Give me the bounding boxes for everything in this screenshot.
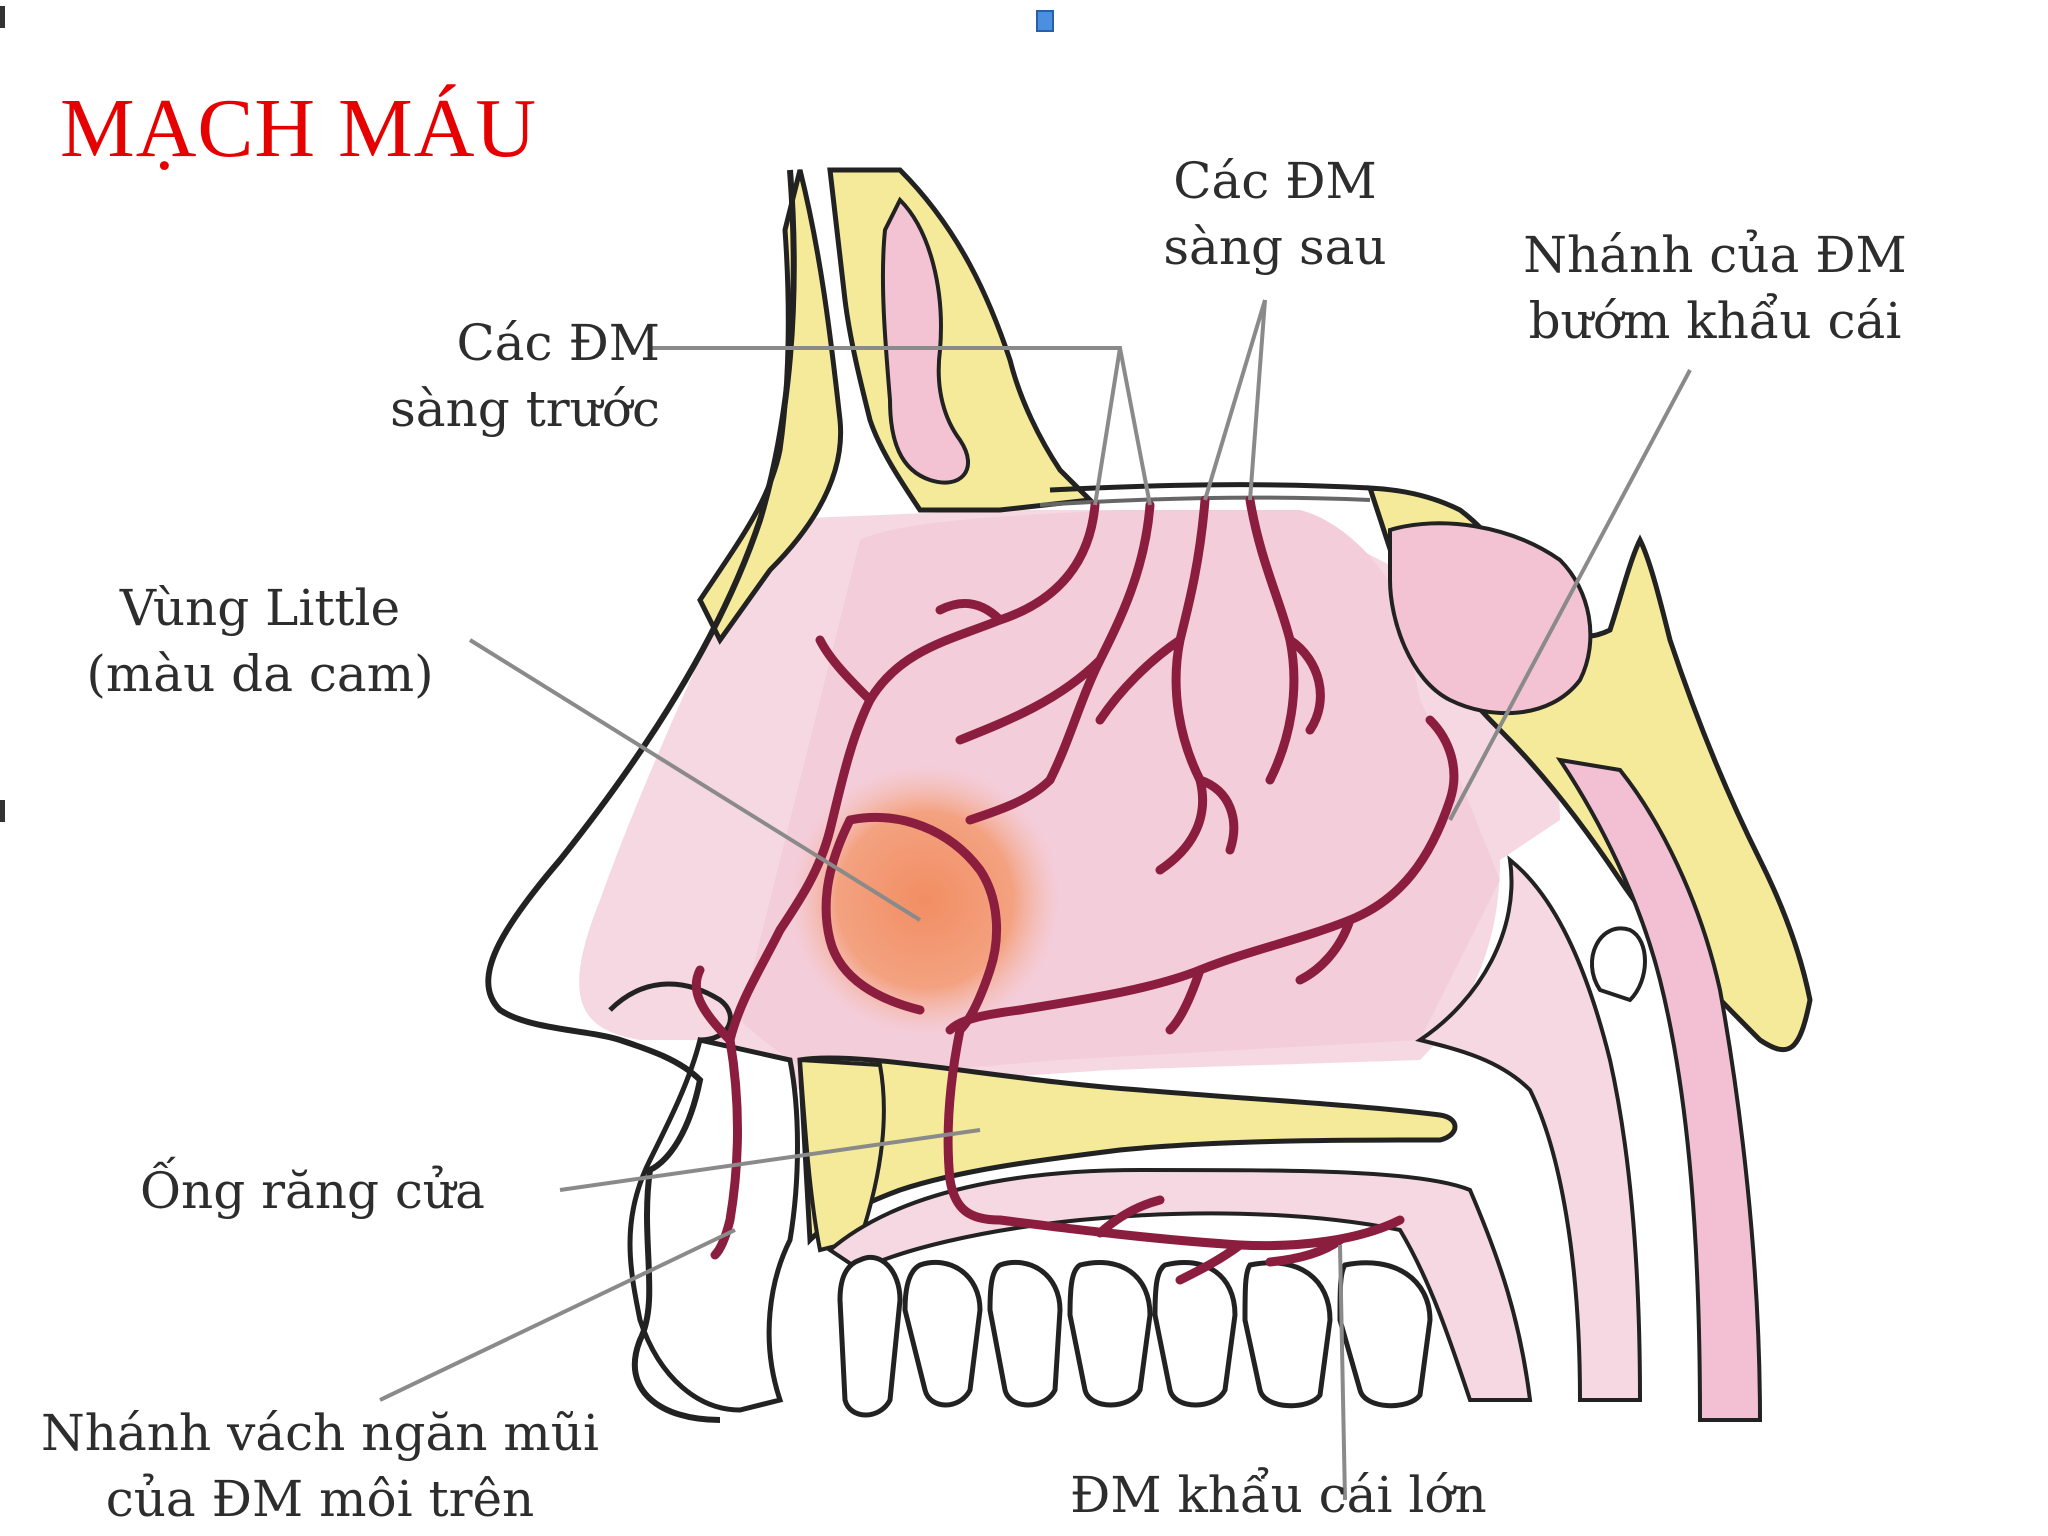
- label-line: sàng trước: [390, 380, 660, 438]
- leader-lines: [379, 299, 1692, 1501]
- label-posterior-ethmoidal: Các ĐM sàng sau: [1130, 148, 1420, 280]
- upper-lip: [627, 1037, 800, 1413]
- label-incisive-canal: Ống răng cửa: [140, 1158, 485, 1224]
- cribriform-plate-upper: [1049, 482, 1371, 493]
- frontal-sinus-cavity: [880, 196, 971, 485]
- soft-palate: [1415, 855, 1643, 1402]
- posterior-pharyngeal-wall: [1555, 757, 1763, 1422]
- label-line: ĐM khẩu cái lớn: [1070, 1466, 1487, 1524]
- oral-roof: [826, 1167, 1533, 1402]
- label-greater-palatine: ĐM khẩu cái lớn: [1070, 1462, 1487, 1528]
- label-line: Ống răng cửa: [140, 1162, 485, 1220]
- selection-handle-icon[interactable]: [1036, 10, 1054, 32]
- label-sphenopalatine: Nhánh của ĐM bướm khẩu cái: [1490, 222, 1940, 354]
- label-line: sàng sau: [1163, 218, 1387, 276]
- label-septal-branch: Nhánh vách ngăn mũi của ĐM môi trên: [10, 1400, 630, 1532]
- label-line: Nhánh vách ngăn mũi: [41, 1404, 599, 1462]
- label-little-area: Vùng Little (màu da cam): [60, 575, 460, 707]
- label-line: Nhánh của ĐM: [1523, 226, 1907, 284]
- edge-mark: [0, 6, 5, 28]
- page-title: MẠCH MÁU: [60, 82, 538, 175]
- label-line: Các ĐM: [1173, 152, 1377, 210]
- label-line: Vùng Little: [119, 579, 401, 637]
- upper-teeth: [837, 1255, 1433, 1418]
- label-line: bướm khẩu cái: [1528, 292, 1902, 350]
- edge-mark: [0, 800, 5, 822]
- nose-profile: [485, 169, 797, 1423]
- hard-palate: [797, 1055, 1458, 1246]
- label-anterior-ethmoidal: Các ĐM sàng trước: [380, 310, 660, 442]
- torus-tubarius: [1589, 926, 1647, 1003]
- sphenoid-sinus: [1388, 521, 1593, 716]
- label-line: (màu da cam): [86, 645, 434, 703]
- label-line: của ĐM môi trên: [105, 1470, 535, 1528]
- label-line: Các ĐM: [456, 314, 660, 372]
- arterial-network: [691, 495, 1459, 1285]
